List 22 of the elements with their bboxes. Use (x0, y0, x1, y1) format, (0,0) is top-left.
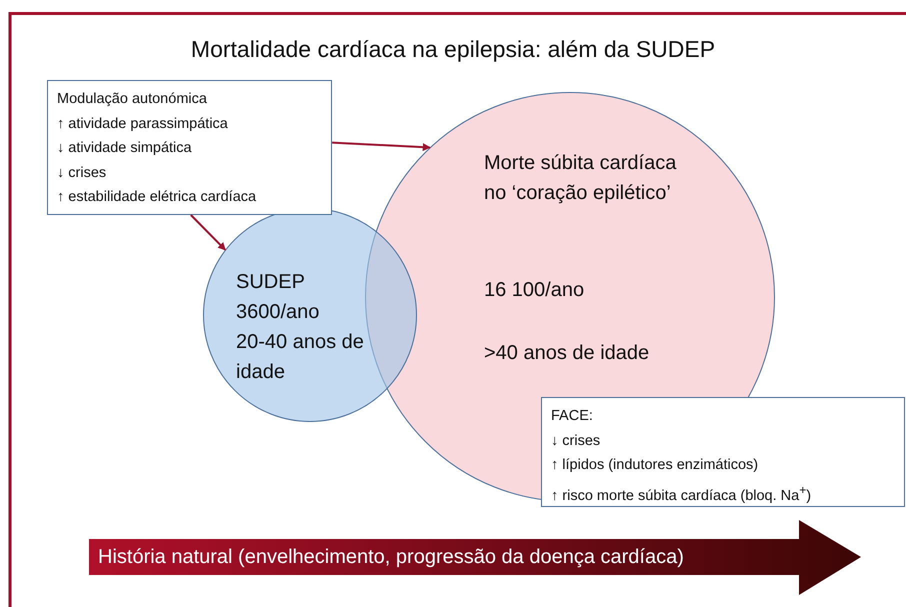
box-text: ↓ crises (551, 432, 602, 450)
box-text: ↑ atividade parassimpática (57, 114, 229, 134)
box-text: ↑ lípidos (indutores enzimáticos) (551, 456, 760, 475)
circle-text: 3600/ano (236, 300, 320, 325)
box-text: FACE: (551, 407, 594, 426)
box-text: ↓ crises (57, 164, 108, 182)
box-text: ↓ atividade simpática (57, 139, 193, 158)
arrow-label: História natural (envelhecimento, progressão da doença cardíaca) (98, 545, 684, 570)
box-text: ↑ risco morte súbita cardíaca (bloq. Na$^{+}$) (551, 482, 812, 506)
arrow (332, 142, 431, 152)
arrow (190, 214, 226, 250)
circle-text: >40 anos de idade (484, 341, 650, 366)
text-box (47, 80, 332, 215)
timeline-arrow (89, 520, 861, 595)
box-text: ↑ estabilidade elétrica cardíaca (57, 188, 258, 207)
circle-text: SUDEP (236, 270, 306, 295)
circle-text: 16 100/ano (484, 278, 586, 303)
circle-text: Morte súbita cardíaca no ‘coração epilético’ (484, 151, 678, 206)
box-text: Modulação autonómica (57, 90, 208, 109)
title: Mortalidade cardíaca na epilepsia: além da SUDEP (190, 36, 716, 63)
text-box (541, 397, 905, 507)
circle-text: 20-40 anos de idade (236, 330, 365, 385)
